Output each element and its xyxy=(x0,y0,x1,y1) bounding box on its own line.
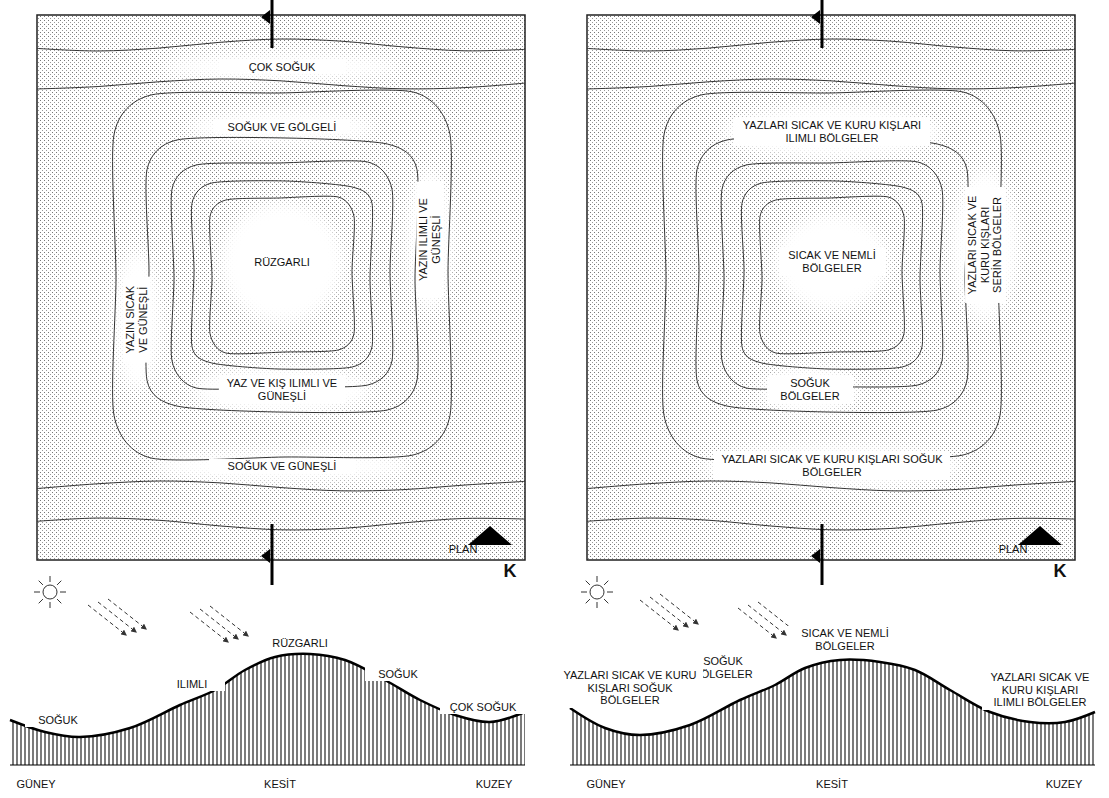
contour-line xyxy=(191,181,372,370)
terrain-profile xyxy=(10,654,525,737)
section-title: KESİT xyxy=(799,777,865,792)
section-hatch xyxy=(10,654,525,765)
sun-ray xyxy=(108,599,146,629)
contour-line xyxy=(37,79,525,89)
contour-line xyxy=(696,137,968,412)
contour-line xyxy=(721,161,943,389)
zone-label: YAZLARI SICAK VE KURU KIŞLARI SOĞUK BÖLG… xyxy=(714,452,950,479)
section-label: SOĞUK xyxy=(25,713,91,728)
section-arrow xyxy=(811,10,820,24)
direction-label: KUZEY xyxy=(1031,777,1097,792)
section-label: SOĞUK xyxy=(365,667,431,682)
section-label: RÜZGARLI xyxy=(257,636,343,651)
contour-line xyxy=(587,39,1075,51)
zone-label: YAZLARI SICAK VE KURU KIŞLARI SERİN BÖLG… xyxy=(965,187,1005,303)
section-label: ÇOK SOĞUK xyxy=(440,700,526,715)
section-title: KESİT xyxy=(247,777,313,792)
plan-panel xyxy=(587,0,1075,585)
sun-ray xyxy=(210,606,248,636)
section-cut-line xyxy=(271,0,274,48)
zone-label: SOĞUK VE GÜNEŞLİ xyxy=(209,459,355,474)
direction-label: GÜNEY xyxy=(3,777,69,792)
contour-line xyxy=(37,481,525,491)
zone-label: RÜZGARLI xyxy=(239,255,325,270)
contour-line xyxy=(587,518,1075,530)
section-arrow xyxy=(261,549,270,563)
terrain-ground xyxy=(587,15,1075,560)
section-cut-line xyxy=(821,524,824,585)
section-base xyxy=(10,765,525,766)
north-arrow xyxy=(468,526,512,545)
contour-line xyxy=(37,518,525,530)
section-arrow xyxy=(261,10,270,24)
contour-line xyxy=(37,39,525,51)
section-label: ILIMLI xyxy=(159,677,225,692)
sun-symbol xyxy=(34,576,66,608)
contour-line xyxy=(113,90,452,460)
zone-label: SICAK VE NEMLİ BÖLGELER xyxy=(779,248,885,275)
sun-symbol xyxy=(581,576,613,608)
section-label: SICAK VE NEMLİ BÖLGELER xyxy=(787,626,903,653)
terrain-ground xyxy=(37,15,525,560)
section-label: YAZLARI SICAK VE KURU KIŞLARI SOĞUK BÖLG… xyxy=(557,668,703,708)
zone-label: SOĞUK BÖLGELER xyxy=(767,376,853,403)
plan-label: PLAN xyxy=(990,542,1036,557)
contour-line xyxy=(171,161,393,389)
contour-line xyxy=(741,181,922,370)
direction-label: GÜNEY xyxy=(573,777,639,792)
section-cut-line xyxy=(271,524,274,585)
light-zones xyxy=(113,53,454,482)
contour-line xyxy=(210,196,355,354)
direction-label: KUZEY xyxy=(461,777,527,792)
north-label: K xyxy=(497,560,523,583)
north-arrow xyxy=(1018,526,1062,545)
contour-line xyxy=(587,481,1075,491)
zone-label: YAZ VE KIŞ ILIMLI VE GÜNEŞLİ xyxy=(219,376,345,403)
contour-line xyxy=(760,196,905,354)
zone-label: YAZLARI SICAK VE KURU KIŞLARI ILIMLI BÖL… xyxy=(734,118,930,145)
section-label: YAZLARI SICAK VE KURU KIŞLARI ILIMLI BÖL… xyxy=(982,670,1098,710)
contour-line xyxy=(587,79,1075,89)
light-zones xyxy=(702,106,1019,488)
zone-label: YAZIN SICAK VE GÜNEŞLİ xyxy=(123,277,150,363)
section-base xyxy=(570,765,1095,766)
zone-label: SOĞUK VE GÖLGELİ xyxy=(214,120,350,135)
section-arrow xyxy=(811,549,820,563)
north-label: K xyxy=(1047,560,1073,583)
sun-ray xyxy=(660,594,698,624)
contour-line xyxy=(146,137,418,412)
plan-label: PLAN xyxy=(440,542,486,557)
contour-line xyxy=(663,90,1002,460)
section-cut-line xyxy=(821,0,824,48)
zone-label: ÇOK SOĞUK xyxy=(219,60,345,75)
plan-panel xyxy=(37,0,525,585)
zone-label: YAZIN ILIMLI VE GÜNEŞLİ xyxy=(416,182,443,298)
